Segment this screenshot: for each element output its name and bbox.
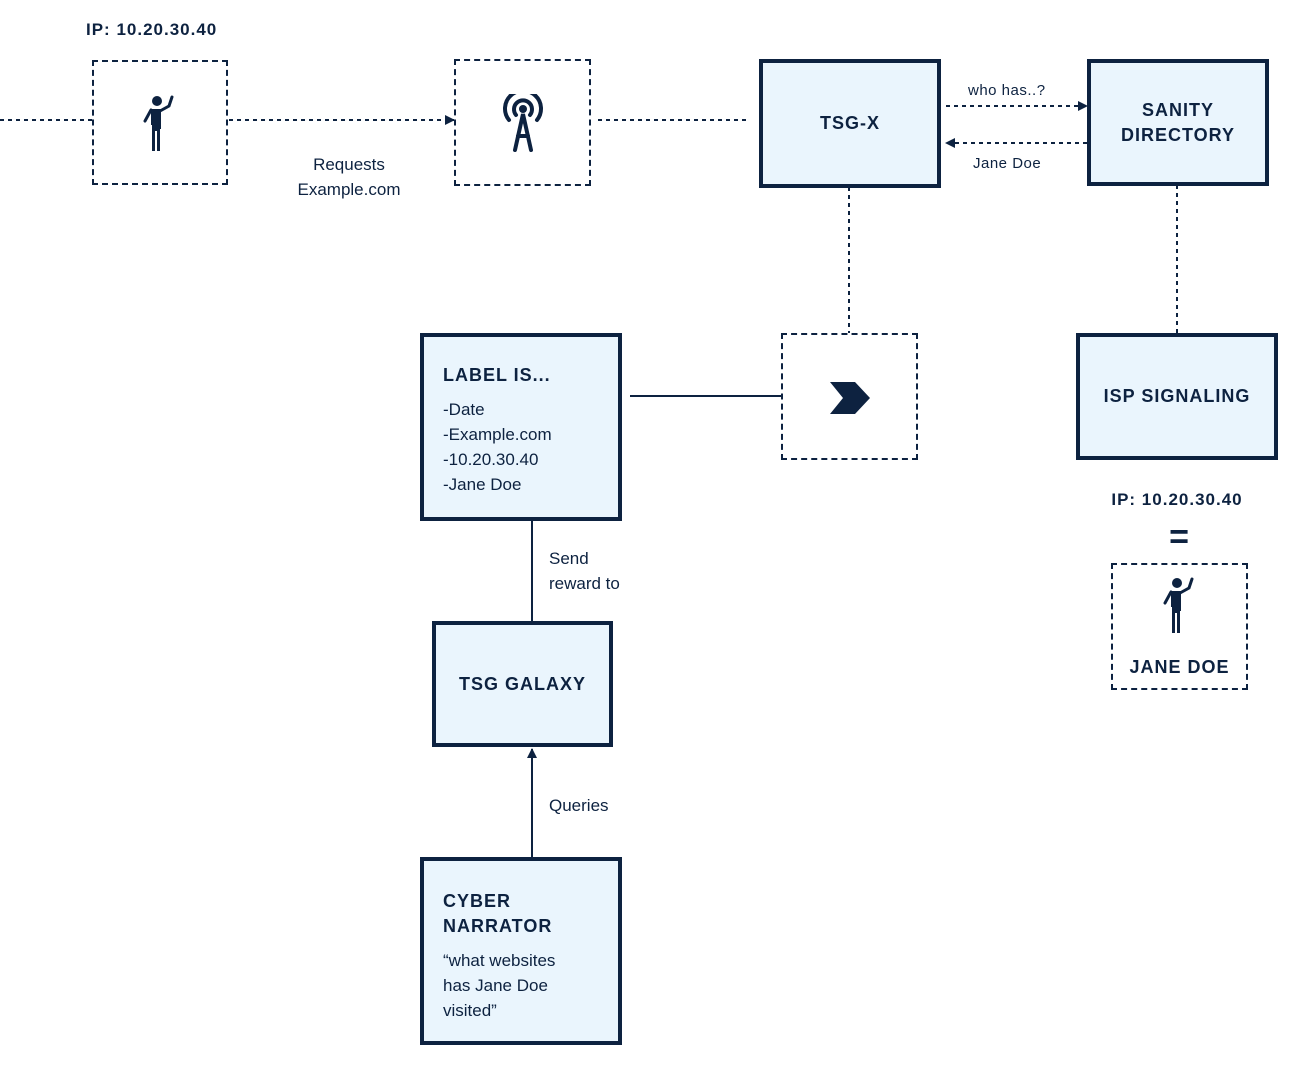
chevron-right-icon	[830, 382, 870, 414]
narrator-quote-line: “what websites	[443, 951, 556, 970]
request-label: Requests Example.com	[280, 152, 418, 202]
target-ip-label: IP: 10.20.30.40	[1111, 490, 1243, 509]
equals-sign: =	[1169, 518, 1189, 556]
person-waving-icon	[1163, 577, 1194, 633]
person-waving-icon	[143, 95, 174, 151]
narrator-quote-line: has Jane Doe	[443, 976, 548, 995]
label-item: -Example.com	[443, 425, 552, 444]
label-title: LABEL IS...	[443, 365, 551, 385]
tsgx-title: TSG-X	[819, 113, 880, 133]
source-ip-label: IP: 10.20.30.40	[86, 20, 218, 39]
queries-label: Queries	[549, 796, 609, 815]
reward-label-line-2: reward to	[549, 574, 620, 593]
jane-doe-name: JANE DOE	[1129, 657, 1230, 677]
request-label-line-1: Requests	[313, 155, 385, 174]
label-item: -Date	[443, 400, 485, 419]
query-label: who has..?	[968, 82, 1046, 99]
label-node[interactable]: LABEL IS... -Date -Example.com -10.20.30…	[420, 333, 622, 521]
sanity-title-line-2: DIRECTORY	[1120, 124, 1235, 145]
reward-label-line-1: Send	[549, 549, 589, 568]
router-node[interactable]	[781, 333, 918, 460]
label-item: -10.20.30.40	[443, 450, 539, 469]
radio-tower-icon	[503, 94, 543, 152]
reply-label: Jane Doe	[973, 155, 1042, 172]
cyber-narrator-node[interactable]: CYBER NARRATOR “what websites has Jane D…	[420, 857, 622, 1045]
isp-title: ISP SIGNALING	[1103, 386, 1251, 406]
narrator-quote-line: visited”	[443, 1001, 497, 1020]
narrator-title-line-2: NARRATOR	[443, 916, 553, 936]
source-user-node[interactable]	[92, 60, 228, 185]
sanity-title-line-1: SANITY	[1141, 99, 1214, 120]
jane-doe-user-node[interactable]: JANE DOE	[1111, 563, 1248, 690]
isp-signaling-node[interactable]: ISP SIGNALING	[1076, 333, 1278, 460]
narrator-title-line-1: CYBER	[443, 891, 512, 911]
label-item: -Jane Doe	[443, 475, 522, 494]
galaxy-title: TSG GALAXY	[458, 673, 586, 694]
request-label-line-2: Example.com	[297, 180, 401, 199]
reward-label: Send reward to	[549, 546, 620, 596]
tsgx-node[interactable]: TSG-X	[759, 59, 941, 188]
tsg-galaxy-node[interactable]: TSG GALAXY	[432, 621, 613, 747]
sanity-directory-node[interactable]: SANITY DIRECTORY	[1087, 59, 1269, 186]
radio-tower-node[interactable]	[454, 59, 591, 186]
